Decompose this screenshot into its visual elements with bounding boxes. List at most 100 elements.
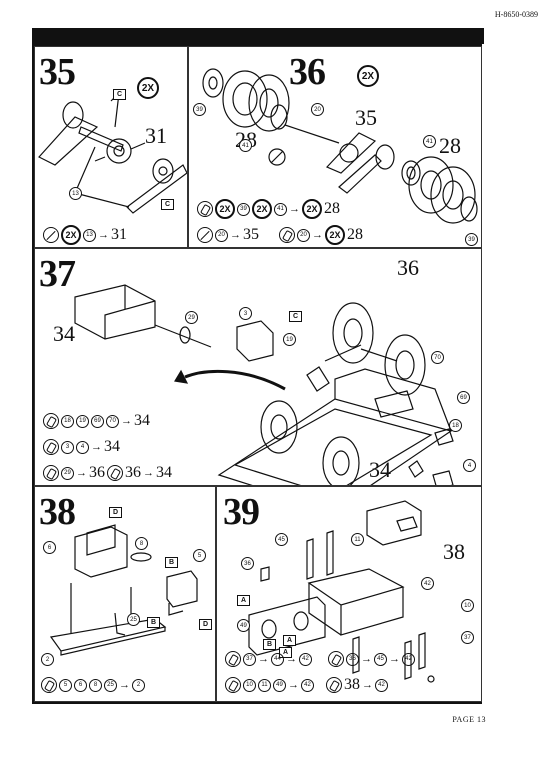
assembly-sequence: 3 4 → 34: [43, 435, 120, 459]
step-number: 39: [223, 491, 260, 533]
quantity-badge: 2X: [215, 199, 235, 219]
part-number: 49: [237, 619, 250, 632]
step-number: 36: [289, 51, 326, 93]
quantity-badge: 2X: [61, 225, 81, 245]
part-number: 18: [449, 419, 462, 432]
subassembly-ref: 28: [439, 133, 461, 158]
part-number: 13: [69, 187, 82, 200]
part-number: 36: [241, 557, 254, 570]
part-number: 37: [243, 652, 256, 666]
part-number: 36: [346, 652, 359, 666]
glue-icon: [225, 677, 241, 693]
part-number: 25: [104, 678, 117, 692]
subassembly-ref: 34: [369, 457, 391, 482]
arrow-icon: →: [121, 415, 132, 427]
arrow-icon: →: [289, 203, 300, 215]
part-number: 8: [89, 678, 102, 692]
part-number: 37: [461, 631, 474, 644]
decal-tag: A: [283, 635, 297, 646]
result-ref: 34: [104, 438, 120, 455]
quantity-badge: 2X: [325, 225, 345, 245]
part-number: 29: [61, 466, 74, 480]
glue-icon: [43, 413, 59, 429]
assembly-sequence: 5 6 8 25 → 2: [41, 673, 145, 697]
part-number: 42: [299, 652, 312, 666]
part-number: 20: [311, 103, 324, 116]
arrow-icon: →: [362, 679, 373, 691]
part-number: 19: [283, 333, 296, 346]
glue-icon: [107, 465, 123, 481]
assembly-sequence: 10 11 49 → 42 38 → 42: [225, 673, 388, 697]
decal-tag: B: [165, 557, 179, 568]
subassembly-ref: 36: [397, 255, 419, 280]
arrow-icon: →: [286, 653, 297, 665]
part-number: 45: [374, 652, 387, 666]
part-number: 13: [83, 228, 96, 242]
part-number: 10: [243, 678, 256, 692]
step-number: 38: [39, 491, 76, 533]
subassembly-ref: 34: [53, 321, 75, 346]
part-number: 44: [271, 652, 284, 666]
part-number: 4: [463, 459, 476, 472]
glue-icon: [43, 465, 59, 481]
result-ref: 34: [156, 464, 172, 481]
part-number: 25: [127, 613, 140, 626]
arrow-icon: →: [361, 653, 372, 665]
chassis-illustration: [74, 284, 454, 485]
glue-icon: [43, 439, 59, 455]
glue-icon: [225, 651, 241, 667]
step-37-panel: 37: [34, 248, 482, 486]
decal-tag: B: [263, 639, 277, 650]
assembly-sequence: 29 → 36 36 → 34: [43, 461, 172, 485]
part-number: 10: [461, 599, 474, 612]
result-ref: 28: [347, 226, 363, 243]
decal-tag: C: [289, 311, 303, 322]
part-number: 11: [258, 678, 271, 692]
part-number: 5: [193, 549, 206, 562]
arrow-icon: →: [91, 441, 102, 453]
arrow-icon: →: [98, 229, 109, 241]
part-number: 45: [275, 533, 288, 546]
assembly-sequence: 18 19 69 70 → 34: [43, 409, 150, 433]
part-number: 41: [239, 139, 252, 152]
part-number: 2: [41, 653, 54, 666]
part-number: 5: [59, 678, 72, 692]
arrow-icon: →: [288, 679, 299, 691]
axle-illustration: [38, 92, 187, 214]
decal-tag: C: [161, 199, 175, 210]
part-number: 18: [61, 414, 74, 428]
page-number: PAGE 13: [452, 715, 486, 724]
arrow-icon: →: [389, 653, 400, 665]
part-number: 70: [106, 414, 119, 428]
result-ref: 28: [324, 200, 340, 217]
subassembly-ref: 38: [443, 539, 465, 564]
no-glue-icon: [43, 227, 59, 243]
glue-icon: [197, 201, 213, 217]
assembly-sequence: 37 → 44 → 42 36 → 45 → 42: [225, 647, 415, 671]
part-number: 41: [274, 202, 287, 216]
part-number: 3: [239, 307, 252, 320]
result-ref: 31: [111, 226, 127, 243]
result-ref: 38: [344, 676, 360, 693]
arrow-icon: →: [258, 653, 269, 665]
arrow-icon: →: [312, 229, 323, 241]
instruction-frame: 3 5 2X 31 C C 13 2X 13 → 31: [32, 44, 482, 704]
step-39-panel: 39 38 A A A B 45 11: [216, 486, 482, 702]
step-35-panel: 35 2X 31 C C 13 2X 13 → 31: [34, 46, 188, 248]
body-frame-illustration: [248, 500, 435, 683]
part-number: 3: [61, 440, 74, 454]
part-number: 6: [43, 541, 56, 554]
part-number: 8: [135, 537, 148, 550]
part-number: 69: [91, 414, 104, 428]
part-number: 20: [215, 228, 228, 242]
quantity-badge: 2X: [302, 199, 322, 219]
arrow-icon: →: [230, 229, 241, 241]
subassembly-ref: 31: [145, 123, 167, 148]
part-number: 19: [76, 414, 89, 428]
part-number: 70: [431, 351, 444, 364]
step-38-panel: 38 D B B D 6 8 5 25 2 5 6 8: [34, 486, 216, 702]
part-number: 42: [421, 577, 434, 590]
result-ref: 34: [134, 412, 150, 429]
part-number: 39: [237, 202, 250, 216]
step-36-panel: 36 2X 28 35 28 39 41 2: [188, 46, 482, 248]
